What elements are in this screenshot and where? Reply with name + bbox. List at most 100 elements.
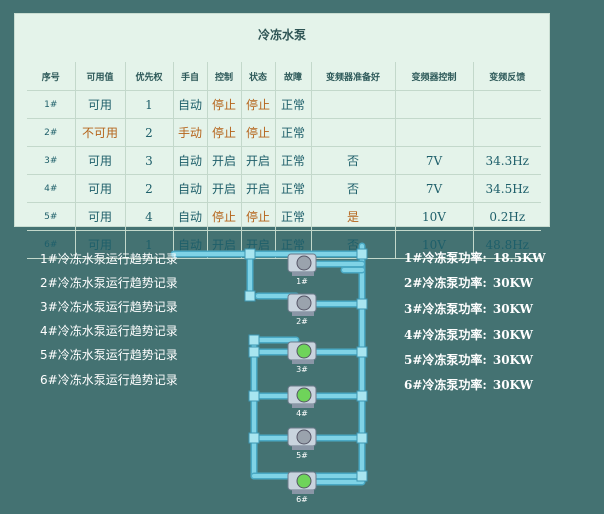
pipe-joint xyxy=(248,334,260,346)
column-header: 可用值 xyxy=(75,62,126,91)
cell-vfd-ready xyxy=(311,118,396,147)
column-header: 控制 xyxy=(207,62,242,91)
cell-vfd-fb: 0.2Hz xyxy=(473,202,541,231)
pipe-joint xyxy=(248,346,260,358)
cell-id: 4# xyxy=(27,174,76,203)
pipe-joint xyxy=(244,290,256,302)
cell-fault: 正常 xyxy=(275,90,312,119)
pump-power-label: 1#冷冻泵功率: xyxy=(404,251,487,265)
cell-vfd-ready: 是 xyxy=(311,202,396,231)
column-header: 变频器准备好 xyxy=(311,62,396,91)
pump-6-label: 6# xyxy=(296,495,308,504)
cell-vfd-ctrl: 7V xyxy=(395,174,474,203)
cell-vfd-ctrl xyxy=(395,118,474,147)
cell-id: 1# xyxy=(27,90,76,119)
pipe-joint xyxy=(356,390,368,402)
trend-record-link-2[interactable]: 2#冷冻水泵运行趋势记录 xyxy=(40,276,178,290)
cell-ctrl: 停止 xyxy=(207,202,242,231)
cell-avail: 可用 xyxy=(75,174,126,203)
pump-1-base xyxy=(292,272,314,276)
cell-priority: 2 xyxy=(125,118,174,147)
column-header: 变频器控制 xyxy=(395,62,474,91)
pump-1-status-indicator xyxy=(296,255,312,271)
pump-3-base xyxy=(292,360,314,364)
trend-record-link-6[interactable]: 6#冷冻水泵运行趋势记录 xyxy=(40,373,178,387)
cell-vfd-ctrl: 10V xyxy=(395,202,474,231)
pump-4-status-indicator xyxy=(296,387,312,403)
pump-6-base xyxy=(292,490,314,494)
cell-avail: 可用 xyxy=(75,202,126,231)
cell-fault: 正常 xyxy=(275,202,312,231)
pump-4-base xyxy=(292,404,314,408)
cell-vfd-fb: 34.5Hz xyxy=(473,174,541,203)
cell-id: 5# xyxy=(27,202,76,231)
cell-priority: 1 xyxy=(125,90,174,119)
cell-vfd-ready: 否 xyxy=(311,174,396,203)
pump-4-label: 4# xyxy=(296,409,308,418)
cell-status: 开启 xyxy=(241,146,276,175)
trend-record-link-1[interactable]: 1#冷冻水泵运行趋势记录 xyxy=(40,252,178,266)
cell-vfd-ready: 否 xyxy=(311,146,396,175)
cell-status: 停止 xyxy=(241,118,276,147)
cell-mode: 自动 xyxy=(173,90,208,119)
cell-status: 开启 xyxy=(241,174,276,203)
pipe-joint xyxy=(356,248,368,260)
cell-fault: 正常 xyxy=(275,146,312,175)
trend-record-link-4[interactable]: 4#冷冻水泵运行趋势记录 xyxy=(40,324,178,338)
pump-5-label: 5# xyxy=(296,451,308,460)
cell-priority: 2 xyxy=(125,174,174,203)
column-header: 变频反馈 xyxy=(473,62,541,91)
cell-ctrl: 开启 xyxy=(207,146,242,175)
panel-title: 冷冻水泵 xyxy=(257,28,306,42)
pump-5-status-indicator xyxy=(296,429,312,445)
pump-power-value: 30KW xyxy=(492,353,534,367)
pump-power-label: 4#冷冻泵功率: xyxy=(404,328,487,342)
cell-vfd-ready xyxy=(311,90,396,119)
pump-power-value: 30KW xyxy=(492,276,534,290)
cell-avail: 不可用 xyxy=(75,118,126,147)
column-header: 序号 xyxy=(27,62,76,91)
pump-power-value: 30KW xyxy=(492,302,534,316)
pump-power-label: 6#冷冻泵功率: xyxy=(404,378,487,392)
pipe-joint xyxy=(356,298,368,310)
pipe-joint xyxy=(248,390,260,402)
cell-id: 6# xyxy=(27,230,76,259)
pump-6-status-indicator xyxy=(296,473,312,489)
pump-1-label: 1# xyxy=(296,277,308,286)
cell-ctrl: 停止 xyxy=(207,118,242,147)
cell-priority: 3 xyxy=(125,146,174,175)
pump-power-value: 30KW xyxy=(492,378,534,392)
cell-fault: 正常 xyxy=(275,174,312,203)
trend-record-link-3[interactable]: 3#冷冻水泵运行趋势记录 xyxy=(40,300,178,314)
cell-id: 2# xyxy=(27,118,76,147)
pump-power-label: 2#冷冻泵功率: xyxy=(404,276,487,290)
cell-vfd-ctrl: 7V xyxy=(395,146,474,175)
pump-3-status-indicator xyxy=(296,343,312,359)
cell-vfd-fb: 34.3Hz xyxy=(473,146,541,175)
pump-5-base xyxy=(292,446,314,450)
trend-record-link-5[interactable]: 5#冷冻水泵运行趋势记录 xyxy=(40,348,178,362)
cell-ctrl: 停止 xyxy=(207,90,242,119)
cell-avail: 可用 xyxy=(75,230,126,259)
cell-vfd-fb xyxy=(473,118,541,147)
pump-power-6: 6#冷冻泵功率: 30KW xyxy=(404,376,533,393)
cell-vfd-ctrl xyxy=(395,90,474,119)
pipe-joint xyxy=(356,432,368,444)
column-header: 状态 xyxy=(241,62,276,91)
pump-3-label: 3# xyxy=(296,365,308,374)
cell-avail: 可用 xyxy=(75,146,126,175)
cell-ctrl: 开启 xyxy=(207,174,242,203)
table-header-row: 序号可用值优先权手自控制状态故障变频器准备好变频器控制变频反馈 xyxy=(27,62,541,91)
cell-priority: 4 xyxy=(125,202,174,231)
pump-power-1: 1#冷冻泵功率: 18.5KW xyxy=(404,249,546,266)
pump-2-base xyxy=(292,312,314,316)
pump-power-value: 18.5KW xyxy=(492,251,546,265)
cell-priority: 1 xyxy=(125,230,174,259)
pump-power-label: 5#冷冻泵功率: xyxy=(404,353,487,367)
